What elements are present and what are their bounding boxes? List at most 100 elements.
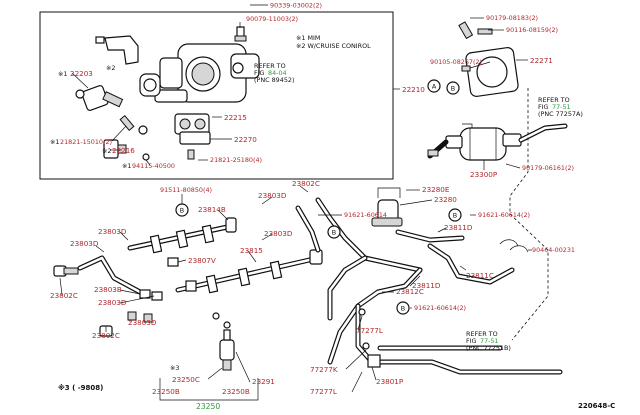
label-77277La: 77277L (310, 387, 337, 396)
label-23250B: 23250B (152, 387, 180, 396)
marker-a-text: A (432, 83, 437, 91)
label-23280E: 23280E (422, 185, 450, 194)
marker-b2: B (175, 203, 189, 217)
refer-a-title: REFER TO (254, 62, 286, 70)
refer-b-fig: 77-51 (552, 103, 571, 111)
refer-b-pnc: (PNC 77257A) (538, 110, 583, 118)
delivery-pipe-23815-drawing (175, 249, 323, 294)
gasket-22215-drawing (174, 113, 211, 145)
note-k1: ※1 (58, 70, 67, 78)
marker-b3: B (327, 225, 341, 239)
legend-line-2: ※2 W/CRUISE CONIROL (296, 42, 371, 50)
label-23803B: 23803B (94, 285, 122, 294)
oring-94115-drawing (142, 153, 150, 161)
hose-main-return-core (328, 256, 367, 320)
label-23803De: 23803D (98, 298, 127, 307)
label-91621a: 91621-60614 (344, 211, 387, 219)
label-21821b: 21821-25180(4) (210, 156, 262, 164)
note-k3: ※3 (170, 364, 179, 372)
part-labels: 90339-03002(2) 90079-11003(2) 90179-0818… (50, 2, 575, 412)
marker-a: A (427, 79, 441, 93)
label-23807V: 23807V (188, 256, 216, 265)
label-77277L: 77277L (356, 326, 383, 335)
bracket-drawing (104, 35, 139, 65)
label-23250Ba: 23250B (222, 387, 250, 396)
refer-c-fig: 77-51 (480, 337, 499, 345)
clamp-23807V-drawing (167, 257, 179, 267)
hose-23803D-upper-core (296, 206, 320, 252)
label-77277K: 77277K (310, 365, 338, 374)
clip-90464-b (509, 245, 529, 253)
drawing-number: 220648-C (578, 402, 615, 410)
rail-end-drawing (185, 280, 197, 292)
screw-21821b-drawing (187, 149, 195, 160)
leader-lines (59, 4, 532, 393)
label-22271: 22271 (530, 56, 553, 65)
label-22215: 22215 (224, 113, 247, 122)
refer-a-fig-prefix: FIG (254, 69, 265, 77)
refer-c-pnc: (PNC 77251B) (466, 344, 511, 352)
svg-text:B: B (401, 305, 405, 313)
delivery-pipe-23814B-drawing (127, 217, 237, 254)
label-23250C: 23250C (172, 375, 200, 384)
fitting-23802C-left-drawing (53, 265, 79, 277)
label-23811C: 23811C (466, 271, 494, 280)
label-90339: 90339-03002(2) (270, 2, 322, 10)
note-k2: ※2 (106, 64, 115, 72)
refer-c-fig-prefix: FIG (466, 337, 477, 345)
bolt-90116-drawing (477, 28, 493, 35)
label-23300P: 23300P (470, 170, 498, 179)
label-23812C: 23812C (396, 287, 424, 296)
refer-b-title: REFER TO (538, 96, 570, 104)
hose-23811C-core (428, 244, 514, 284)
label-22216: 22216 (112, 146, 135, 155)
label-22210: 22210 (402, 85, 425, 94)
label-21821a: 21821-15010(2) (60, 138, 112, 146)
bracket-23280E (377, 187, 401, 198)
note-k1b: ※1 (50, 138, 59, 146)
label-91621b: 91621-60614(2) (478, 211, 530, 219)
footnote: ※3 ( -9808) (58, 383, 103, 392)
label-23803Da: 23803D (258, 191, 287, 200)
hose-23812C-core (328, 268, 422, 364)
label-23803Db: 23803D (98, 227, 127, 236)
label-23814B: 23814B (198, 205, 226, 214)
refer-a-pnc: (PNC 89452) (254, 76, 294, 84)
label-23802Ca: 23802C (292, 179, 320, 188)
pressure-regulator-23280-drawing (371, 199, 465, 243)
gasket-22271-bore (476, 56, 508, 88)
hose-23802C-upper-core (316, 198, 422, 272)
label-22270: 22270 (234, 135, 257, 144)
clip-77277L-drawing (358, 308, 366, 316)
filter-outlet-pipe-core (519, 124, 567, 142)
washer-drawing (138, 125, 148, 135)
label-22203: 22203 (70, 69, 93, 78)
svg-text:B: B (453, 212, 457, 220)
notes: ※2 ※1 ※1 ※2 ※1 ※3 ※1 MIM ※2 W/CRUISE CON… (50, 34, 615, 410)
label-91511: 91511-80850(4) (160, 186, 212, 194)
bolt-90079-drawing (234, 26, 247, 42)
label-90116: 90116-08159(2) (506, 26, 558, 34)
marker-b4: B (448, 208, 462, 222)
svg-text:B: B (451, 85, 455, 93)
label-94115: 94115-40500 (132, 162, 175, 170)
fuel-line-23801P-core (356, 304, 562, 374)
clip-90464 (499, 239, 519, 247)
legend-line-1: ※1 MIM (296, 34, 320, 42)
label-23803Df: 23803D (128, 318, 157, 327)
label-90079: 90079-11003(2) (246, 15, 298, 23)
clip-77277K-drawing (362, 342, 370, 350)
filter-clip (462, 123, 473, 128)
refer-b-fig-prefix: FIG (538, 103, 549, 111)
label-23803Dc: 23803D (264, 229, 293, 238)
note-k2b: ※2 (102, 147, 111, 155)
bolt-90179-drawing (458, 21, 474, 40)
label-23811Da: 23811D (412, 281, 441, 290)
injector-23250-drawing (212, 312, 235, 371)
refer-a-fig: 84-04 (268, 69, 287, 77)
label-23802Cc: 23802C (92, 331, 120, 340)
note-k1c: ※1 (122, 162, 131, 170)
sensor-22203-drawing (75, 85, 124, 111)
injector-bracket-line (159, 378, 259, 401)
